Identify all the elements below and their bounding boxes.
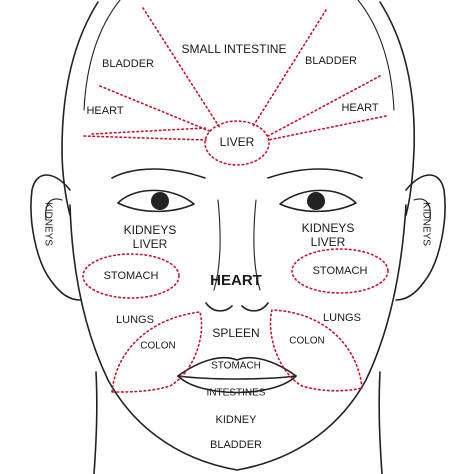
neck-left (93, 371, 98, 474)
zone-line-mid-right (267, 75, 381, 137)
eyebrow-left (111, 168, 206, 179)
label-kidneys-left: KIDNEYS (124, 223, 177, 237)
zone-line-top-left (142, 7, 221, 129)
hair-arc-inner-right (357, 0, 395, 111)
label-stomach-lip: STOMACH (211, 361, 261, 372)
label-heart-left: HEART (86, 105, 123, 117)
neck-right (378, 371, 383, 474)
nose-right-line (253, 199, 261, 291)
zone-line-mid-left (91, 127, 206, 135)
face-line-art (30, 0, 446, 474)
label-heart-nose: HEART (210, 272, 262, 289)
lips-line (177, 375, 297, 380)
label-liver-center: LIVER (220, 135, 255, 149)
zone-line-low-right (267, 115, 387, 141)
label-lungs-left: LUNGS (116, 314, 154, 326)
label-kidney-chin: KIDNEY (216, 414, 258, 426)
label-stomach-left: STOMACH (104, 270, 159, 282)
ear-left-inner (45, 198, 63, 221)
label-liver-left: LIVER (133, 237, 168, 251)
iris-left (151, 192, 169, 210)
zone-line-forehead-left (99, 85, 213, 133)
stomach-zone-right (291, 248, 389, 294)
eye-left (117, 189, 195, 213)
hair-top-left (61, 1, 99, 216)
ear-right-inner (413, 198, 431, 221)
iris-right (307, 192, 325, 210)
label-kidneys-right: KIDNEYS (302, 221, 355, 235)
label-bladder-right: BLADDER (305, 55, 357, 67)
label-bladder-left: BLADDER (102, 58, 154, 70)
nose-left-line (213, 199, 221, 291)
label-colon-right: COLON (289, 336, 325, 347)
label-colon-left: COLON (140, 341, 176, 352)
nostrils (205, 302, 269, 312)
face-outline (69, 204, 407, 471)
label-liver-right: LIVER (311, 235, 346, 249)
label-spleen: SPLEEN (212, 326, 259, 340)
upper-lip (177, 356, 297, 377)
label-kidneys-ear-left: KIDNEYS (42, 202, 53, 246)
label-bladder-chin: BLADDER (210, 439, 262, 451)
ear-left (30, 174, 81, 301)
eye-right (279, 189, 357, 213)
eyebrow-right (267, 168, 363, 179)
zone-line-top-right (251, 9, 327, 129)
label-small-intestine: SMALL INTESTINE (182, 42, 287, 56)
lower-lip (177, 375, 297, 394)
label-heart-right: HEART (341, 102, 378, 114)
hair-arc-inner-left (83, 0, 121, 111)
zone-line-low-left (83, 135, 207, 141)
label-kidneys-ear-right: KIDNEYS (420, 202, 431, 246)
colon-zone-right (269, 309, 363, 392)
liver-zone (204, 120, 270, 166)
colon-zone-left (111, 311, 203, 393)
zone-lines (82, 7, 389, 393)
stomach-zone-left (82, 253, 180, 299)
zone-labels: SMALL INTESTINE BLADDER BLADDER HEART HE… (42, 42, 431, 451)
label-lungs-right: LUNGS (323, 312, 361, 324)
hair-top-right (379, 1, 416, 216)
label-stomach-right: STOMACH (313, 265, 368, 277)
label-intestines: INTESTINES (207, 388, 266, 399)
ear-right (395, 174, 446, 301)
